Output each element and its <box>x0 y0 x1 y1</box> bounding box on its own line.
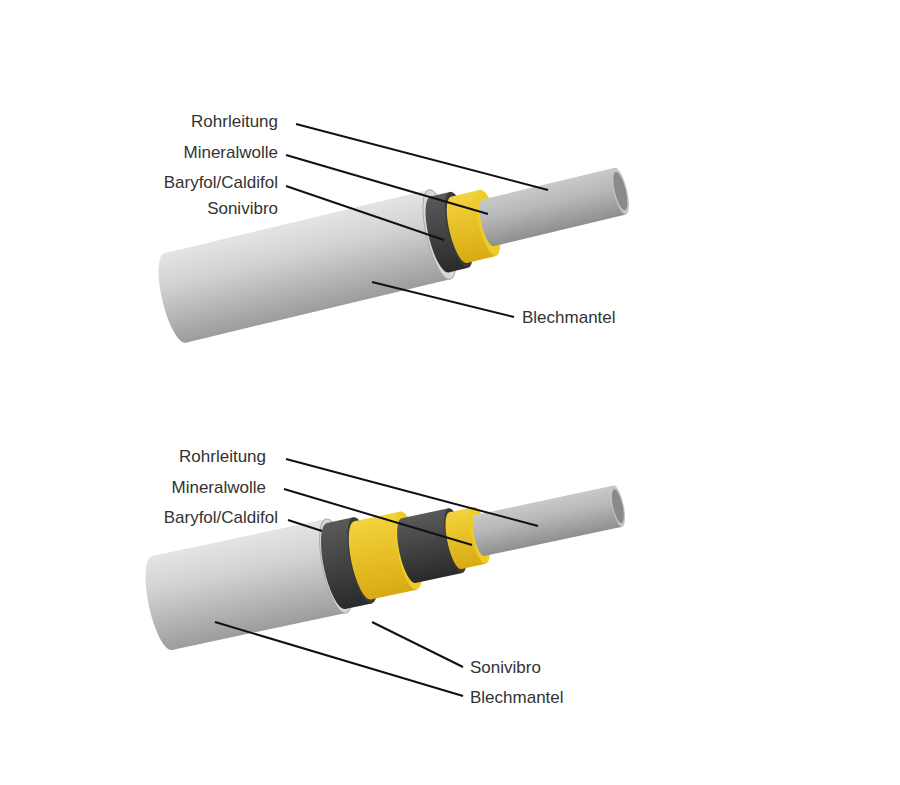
pipe-top <box>152 145 638 346</box>
part-label: Blechmantel <box>470 688 564 708</box>
part-label: Baryfol/Caldifol <box>164 173 278 193</box>
part-label: Mineralwolle <box>172 478 266 498</box>
layer-face <box>608 484 628 528</box>
part-label: Mineralwolle <box>184 143 278 163</box>
part-label: Sonivibro <box>470 658 541 678</box>
layer-body <box>152 519 346 650</box>
part-label: Sonivibro <box>207 199 278 219</box>
part-label: Rohrleitung <box>179 447 266 467</box>
pipe-bore <box>610 171 630 212</box>
part-label: Baryfol/Caldifol <box>164 508 278 528</box>
pipe-bottom <box>139 458 634 653</box>
layer-body <box>164 190 450 343</box>
pipe-bore <box>610 488 627 524</box>
part-label: Blechmantel <box>522 308 616 328</box>
layer-face <box>608 166 632 216</box>
layer-body <box>476 486 623 556</box>
part-label: Rohrleitung <box>191 112 278 132</box>
